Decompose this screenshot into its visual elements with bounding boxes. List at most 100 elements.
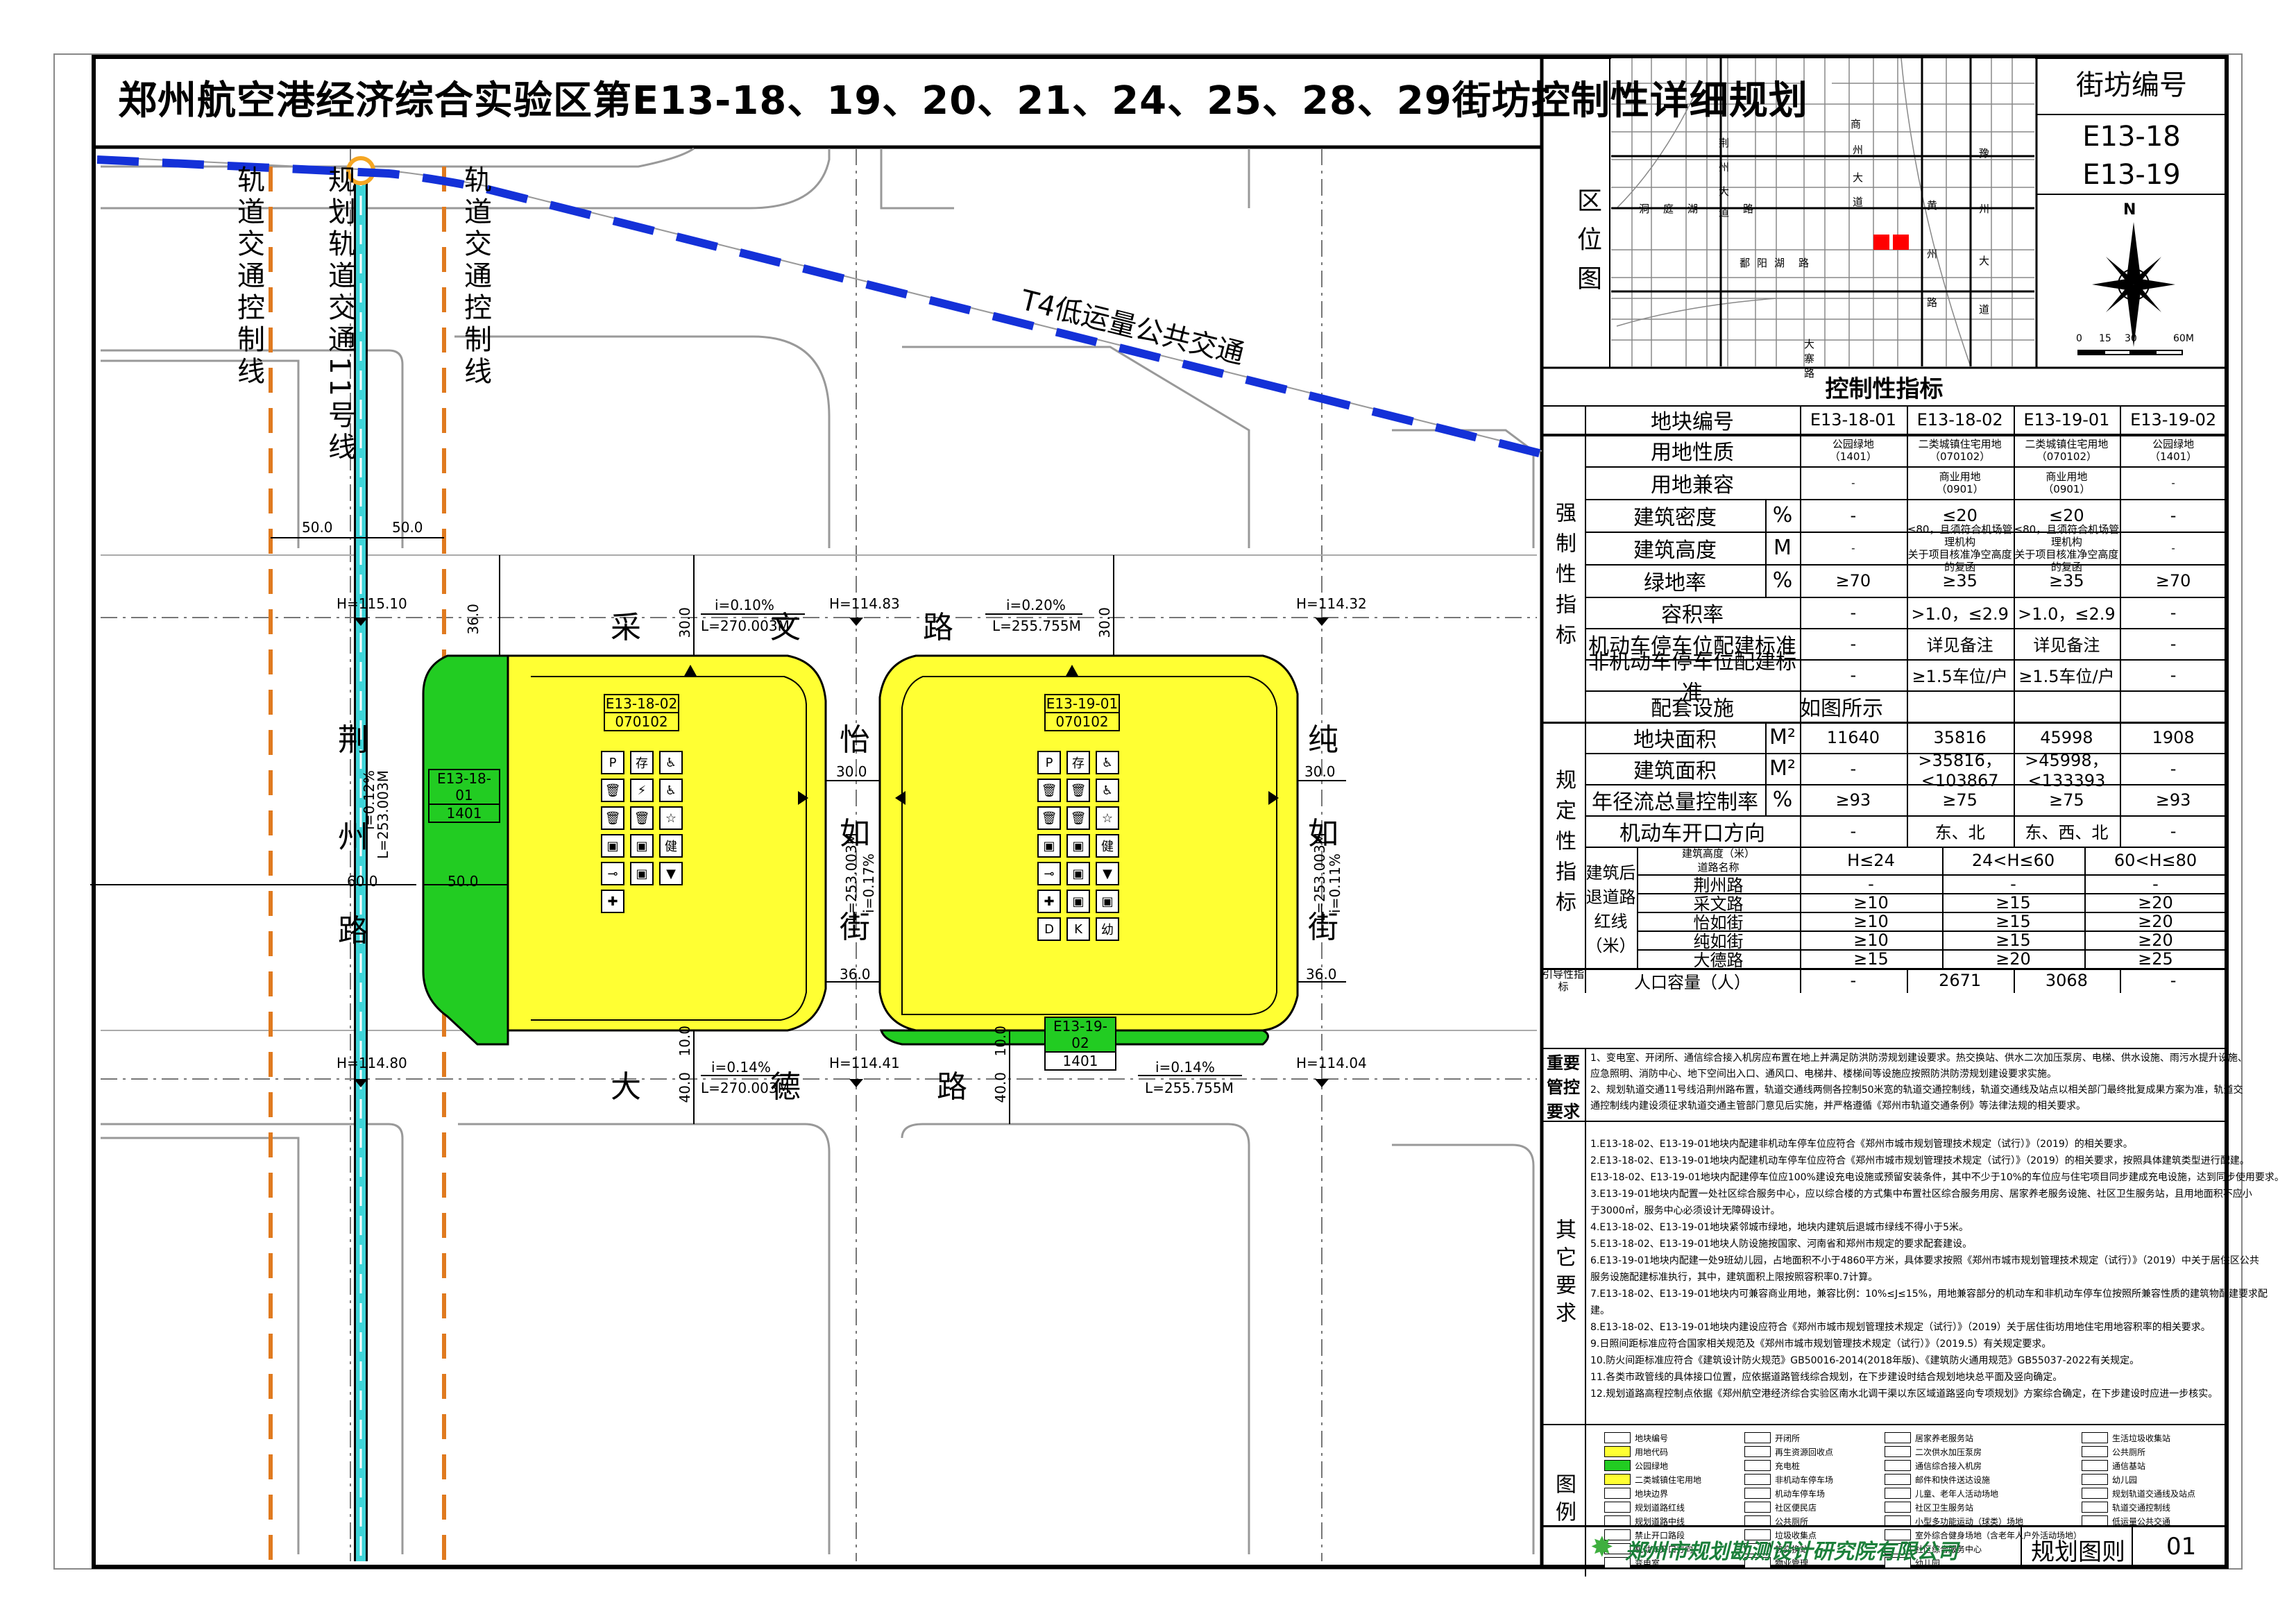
legend-swatch-icon [1744,1474,1771,1485]
facility-icon: P [601,751,624,774]
facility-icon: P [1037,751,1061,774]
requirement-line: 应急照明、消防中心、地下空间出入口、通风口、电梯井、楼梯间等设施应按照防洪防涝规… [1590,1069,2057,1080]
facility-icon: 🗑 [1037,806,1061,830]
legend-item: 二类城镇住宅用地 [1604,1472,1744,1486]
table-header-parcel: E13-19-01 [2023,410,2110,430]
facility-icon: ▼ [1096,862,1119,885]
table-row-label: 容积率 [1661,602,1724,627]
other-requirement-line: 12.规划道路高程控制点依据《郑州航空港经济综合实验区南水北调干渠以东区域道路竖… [1590,1388,2218,1400]
table-rule [1906,968,1908,993]
slope-label: i=0.14% [711,1059,771,1076]
table-row-label: 建筑面积 [1633,758,1717,783]
facility-icon: ▣ [1066,834,1090,858]
table-row-value: - [2170,821,2177,841]
legend-swatch-icon [1884,1446,1911,1457]
facility-icon: ▣ [1066,862,1090,885]
dimension-label: 60.0 [347,873,378,890]
slope-arrows [701,613,1242,1076]
table-rule [1637,912,2227,913]
facility-icon: ▣ [601,834,624,858]
legend-item: 儿童、老年人活动场地 [1884,1486,2082,1500]
table-row-unit: M² [1769,756,1796,781]
road-dade-2: 德 [770,1069,801,1105]
locmap-road-char: 大 [1853,171,1864,184]
setback-value: ≥10 [1853,911,1889,931]
table-row-value: 商业用地 （0901） [1936,470,1984,495]
mandatory-label: 强制性指标 [1551,501,1576,654]
rail-line-label: 规划轨道交通11号线 [322,165,357,464]
block-number-label: 街坊编号 [2076,69,2187,101]
table-row-value: 11640 [1826,727,1880,747]
road-caiwen-3: 路 [923,610,953,645]
road-yiru-3: 街 [840,910,870,945]
scale-tick: 0 [2076,333,2082,344]
table-row-value: >35816，<103867 [1918,751,2002,790]
other-requirement-line: 6.E13-19-01地块内配建一处9班幼儿园，占地面积不小于4860平方米，具… [1590,1255,2259,1266]
table-rule [1637,893,2227,894]
other-requirement-line: 10.防火间距标准应符合《建筑设计防火规范》GB50016-2014(2018年… [1590,1355,2140,1366]
legend-item: 室外综合健身场地（含老年人户外活动场地） [1884,1528,2082,1542]
legend-item: 再生资源回收点 [1744,1445,1885,1459]
table-row-value: - [1850,758,1857,779]
legend-item: 禁止开口路段 [1604,1528,1744,1542]
locmap-road-char: 大 [1979,255,1990,267]
legend-item: 低运量公共交通 [2082,1514,2222,1528]
table-row-value: - [1850,602,1857,622]
table-row-value: >1.0，≤2.9 [2018,604,2116,624]
legend-swatch-icon [2082,1460,2108,1471]
scale-tick: 30 [2125,333,2137,344]
legend-swatch-icon [1884,1488,1911,1499]
setback-road-name: 怡如街 [1693,913,1744,933]
setback-col-header: 60<H≤80 [2114,851,2197,870]
parcel-label-e13-19-01[interactable]: E13-19-01 070102 [1044,694,1120,731]
table-row-value: 详见备注 [2033,636,2100,655]
parcel-label-e13-19-02[interactable]: E13-19-02 1401 [1044,1017,1116,1071]
parcel-e13-18-01[interactable] [422,654,509,1046]
table-row-value: 如图所示 [1800,696,1883,721]
table-row-value: - [2170,505,2177,525]
legend-item: 生活垃圾收集站 [2082,1431,2222,1445]
slope-length: L=253.003M [843,833,860,921]
legend-swatch-icon [1884,1529,1911,1540]
locmap-road-char: 路 [1798,257,1810,269]
legend-swatch-icon [1744,1557,1771,1568]
slope-label: i=0.17% [860,853,877,913]
control-table-grid [1542,405,2227,436]
facility-icon: ▣ [1066,890,1090,913]
parcel-label-e13-18-01[interactable]: E13-18-01 1401 [428,769,500,823]
legend-swatch-icon [1884,1460,1911,1471]
elevation-markers [354,618,1329,1087]
legend-swatch-icon [1604,1502,1631,1513]
table-rule [2120,968,2122,993]
locmap-road-char: 鄱 [1740,257,1751,269]
setback-value: - [2010,874,2016,894]
dimension-label: 30.0 [1096,607,1113,638]
rail-label-text: 轨道交通控制线 [232,165,264,389]
setback-road-name: 纯如街 [1693,932,1744,951]
footer: ✸ 郑州市规划勘测设计研究院有限公司 规划图则 01 [1542,1525,2227,1566]
legend-text: 规划道路中线 [1635,1516,1685,1527]
table-rule [1765,753,1767,784]
road-dade-3: 路 [937,1069,967,1105]
table-row-value: 二类城镇住宅用地 （070102） [1918,437,2002,463]
road-caiwen-1: 采 [611,610,641,645]
other-requirement-line: 建。 [1590,1305,1610,1316]
legend-item: 小型多功能运动（球类）场地 [1884,1514,2082,1528]
legend-text: 规划道路红线 [1635,1502,1685,1513]
table-row-value: ≤80，且须符合机场管理机构 关于项目核准净空高度的复函 [2014,522,2120,573]
slope-length: L=270.003M [701,1080,790,1096]
legend-swatch-icon [1604,1488,1631,1499]
table-rule [1542,722,2227,724]
facility-icon: D [1037,917,1061,941]
legend-text: 儿童、老年人活动场地 [1914,1488,1998,1499]
table-row-label: 机动车开口方向 [1619,821,1765,846]
legend-item: 轨道交通控制线 [2082,1500,2222,1514]
elevation-label: H=114.04 [1296,1055,1367,1071]
other-requirement-line: 1.E13-18-02、E13-19-01地块内配建非机动车停车位应符合《郑州市… [1590,1139,2133,1150]
setback-value: ≥25 [2138,949,2173,969]
entrance-arrows [683,665,1279,805]
table-row-value: ≥70 [2155,570,2191,590]
parcel-label-e13-18-02[interactable]: E13-18-02 070102 [604,694,679,731]
facility-icon: 🗑 [601,806,624,830]
